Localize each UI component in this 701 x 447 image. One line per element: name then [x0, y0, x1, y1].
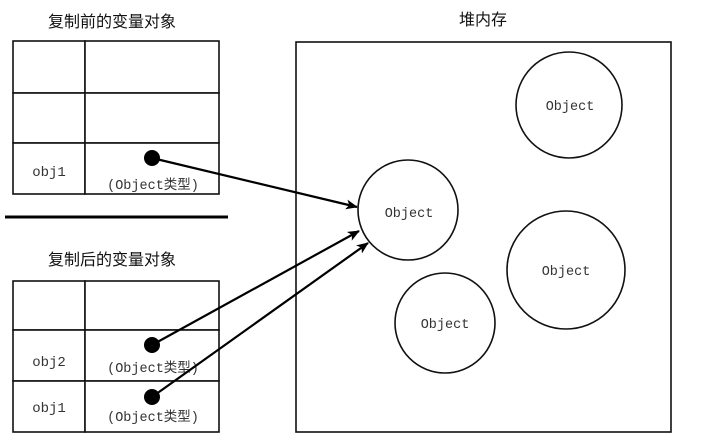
- before-copy-title: 复制前的变量对象: [48, 12, 176, 31]
- before-copy-table: obj1 (Object类型): [12, 40, 220, 195]
- heap-object-right: Object: [506, 210, 626, 330]
- after-row-1-name-cell: [12, 280, 86, 331]
- heap-object-top-right: Object: [515, 51, 623, 159]
- after-row-1-value-cell: [84, 280, 220, 331]
- after-obj2-reference-arrow: [151, 230, 360, 346]
- after-copy-title: 复制后的变量对象: [48, 250, 176, 269]
- after-row-2-name-cell: [12, 329, 86, 382]
- heap-object-circle: [506, 210, 626, 330]
- after-obj2-label: obj2: [32, 355, 66, 371]
- heap-object-label: Object: [421, 318, 470, 333]
- after-obj1-reference-arrow: [151, 242, 369, 398]
- after-obj1-label: obj1: [32, 401, 66, 417]
- before-row-3-name-cell: [12, 142, 86, 195]
- after-row-3-name-cell: [12, 380, 86, 433]
- heap-object-label: Object: [546, 100, 595, 115]
- after-obj2-type: (Object类型): [107, 360, 199, 377]
- before-row-1-value-cell: [84, 40, 220, 94]
- heap-object-circle: [394, 272, 496, 374]
- heap-object-label: Object: [542, 265, 591, 280]
- after-obj1-type: (Object类型): [107, 409, 199, 426]
- heap-object-label: Object: [385, 207, 434, 222]
- after-copy-table: obj2 (Object类型) obj1 (Object类型): [12, 280, 220, 433]
- heap-object-circle: [357, 159, 459, 261]
- heap-object-bottom: Object: [394, 272, 496, 374]
- before-obj1-label: obj1: [32, 165, 66, 181]
- before-obj1-reference-arrow: [151, 156, 358, 210]
- before-row-1-name-cell: [12, 40, 86, 94]
- before-obj1-type: (Object类型): [107, 177, 199, 194]
- heap-object-circle: [515, 51, 623, 159]
- heap-object-referenced: Object: [357, 159, 459, 261]
- before-row-2-value-cell: [84, 92, 220, 144]
- heap-title: 堆内存: [459, 10, 507, 29]
- before-row-2-name-cell: [12, 92, 86, 144]
